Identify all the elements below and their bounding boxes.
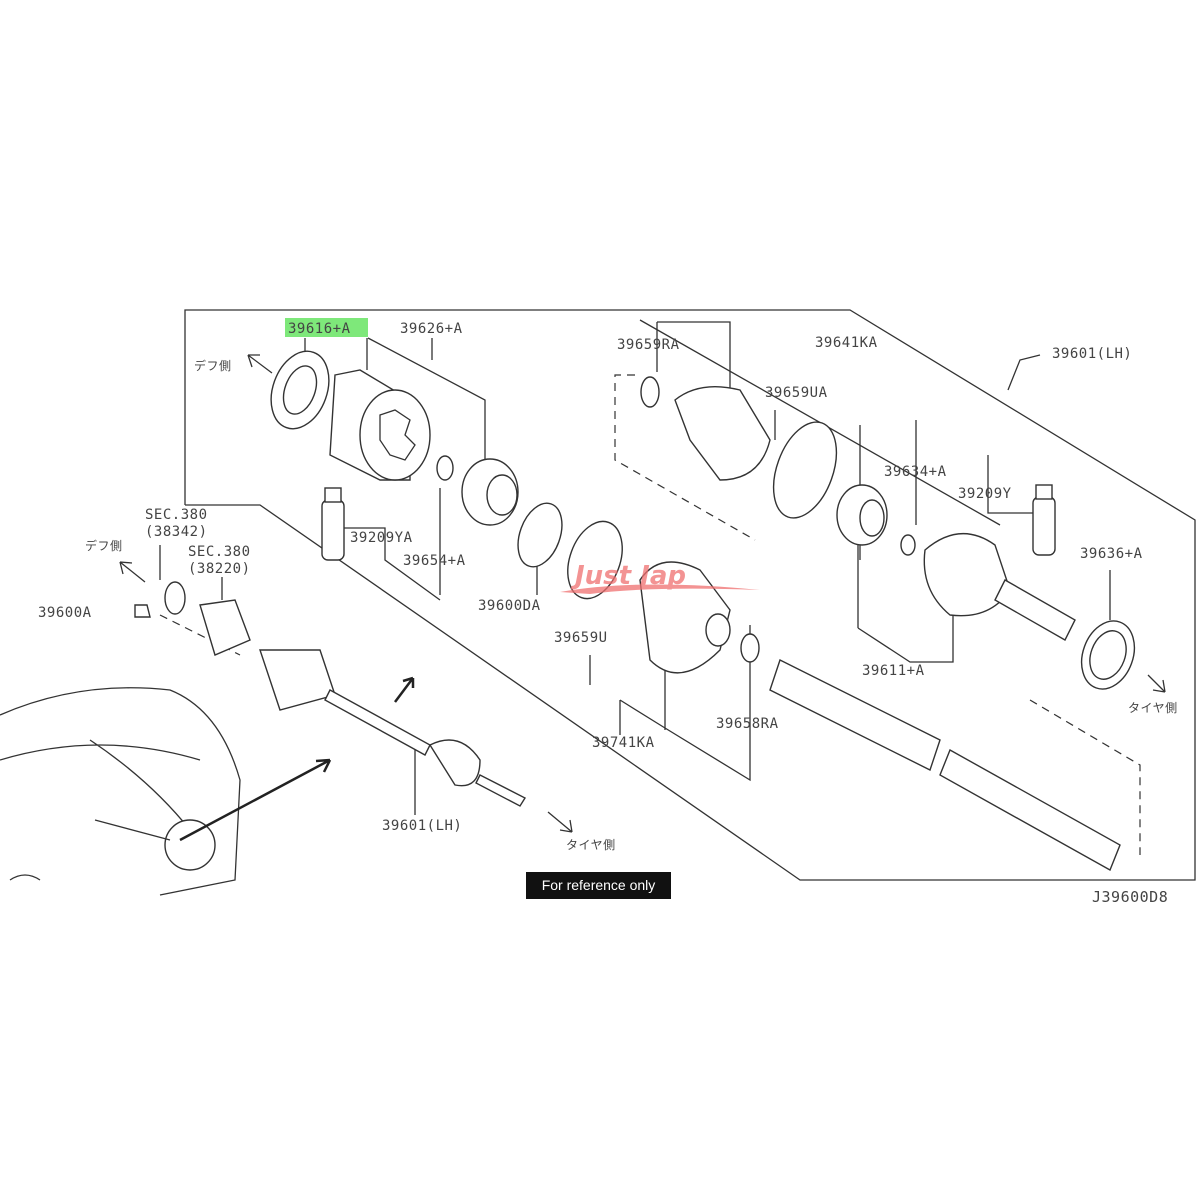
- diagram-code: J39600D8: [1092, 888, 1168, 906]
- label-39636a[interactable]: 39636+A: [1080, 546, 1143, 562]
- label-sec380-b-ref: (38220): [188, 561, 251, 577]
- leader-lines: [159, 321, 1111, 815]
- label-39626a[interactable]: 39626+A: [400, 321, 463, 337]
- highlight-39616: [285, 318, 368, 337]
- label-diff-side-top: デフ側: [194, 358, 232, 373]
- label-39601lh-top[interactable]: 39601(LH): [1052, 346, 1132, 362]
- label-39600a[interactable]: 39600A: [38, 605, 92, 621]
- part-band-39659u[interactable]: [558, 514, 632, 606]
- part-circlip-39654[interactable]: [436, 455, 454, 481]
- label-39659u[interactable]: 39659U: [554, 630, 608, 646]
- label-39600da[interactable]: 39600DA: [478, 598, 541, 614]
- part-cage-39634[interactable]: [836, 484, 888, 546]
- label-sec380-a[interactable]: SEC.380: [145, 507, 208, 523]
- label-39611a[interactable]: 39611+A: [862, 663, 925, 679]
- part-shaft[interactable]: [769, 659, 1121, 871]
- part-housing-39626[interactable]: [329, 369, 431, 481]
- label-tire-side-right: タイヤ側: [1128, 701, 1178, 715]
- part-band-39659ra[interactable]: [640, 376, 660, 408]
- reference-only-note: For reference only: [526, 872, 671, 899]
- part-circlip-39634[interactable]: [900, 534, 916, 556]
- grease-tube-39209y[interactable]: [1032, 484, 1056, 556]
- label-39741ka[interactable]: 39741KA: [592, 735, 655, 751]
- label-39658ra[interactable]: 39658RA: [716, 716, 779, 732]
- label-39634a[interactable]: 39634+A: [884, 464, 947, 480]
- label-sec380-b[interactable]: SEC.380: [188, 544, 251, 560]
- label-39601lh-bottom[interactable]: 39601(LH): [382, 818, 462, 834]
- label-39209ya[interactable]: 39209YA: [350, 530, 413, 546]
- part-washer-39616[interactable]: [261, 343, 339, 437]
- part-seal-39636[interactable]: [1073, 614, 1144, 697]
- label-39209y[interactable]: 39209Y: [958, 486, 1012, 502]
- part-outer-joint-39611[interactable]: [923, 533, 1076, 641]
- part-boot-39641ka[interactable]: [674, 385, 771, 481]
- vehicle-outline: [0, 687, 241, 896]
- label-39654a[interactable]: 39654+A: [403, 553, 466, 569]
- part-band-39659ua[interactable]: [762, 413, 849, 526]
- label-39641ka[interactable]: 39641KA: [815, 335, 878, 351]
- label-39659ra[interactable]: 39659RA: [617, 337, 680, 353]
- svg-text:Just Jap: Just Jap: [570, 561, 686, 591]
- label-sec380-a-ref: (38342): [145, 524, 208, 540]
- label-39616a[interactable]: 39616+A: [288, 321, 351, 337]
- part-cage-39626[interactable]: [461, 458, 519, 526]
- direction-arrows: [119, 354, 1166, 842]
- part-ring-39600da[interactable]: [510, 497, 570, 573]
- label-39659ua[interactable]: 39659UA: [765, 385, 828, 401]
- watermark-logo: Just Jap: [560, 561, 760, 594]
- grease-tube-39209ya[interactable]: [321, 487, 345, 561]
- part-boot-39741ka[interactable]: [639, 561, 731, 674]
- label-diff-side-left: デフ側: [85, 538, 123, 553]
- assembled-driveshaft[interactable]: [134, 581, 526, 807]
- label-tire-side-bottom: タイヤ側: [566, 838, 616, 852]
- part-band-39658ra[interactable]: [740, 633, 760, 663]
